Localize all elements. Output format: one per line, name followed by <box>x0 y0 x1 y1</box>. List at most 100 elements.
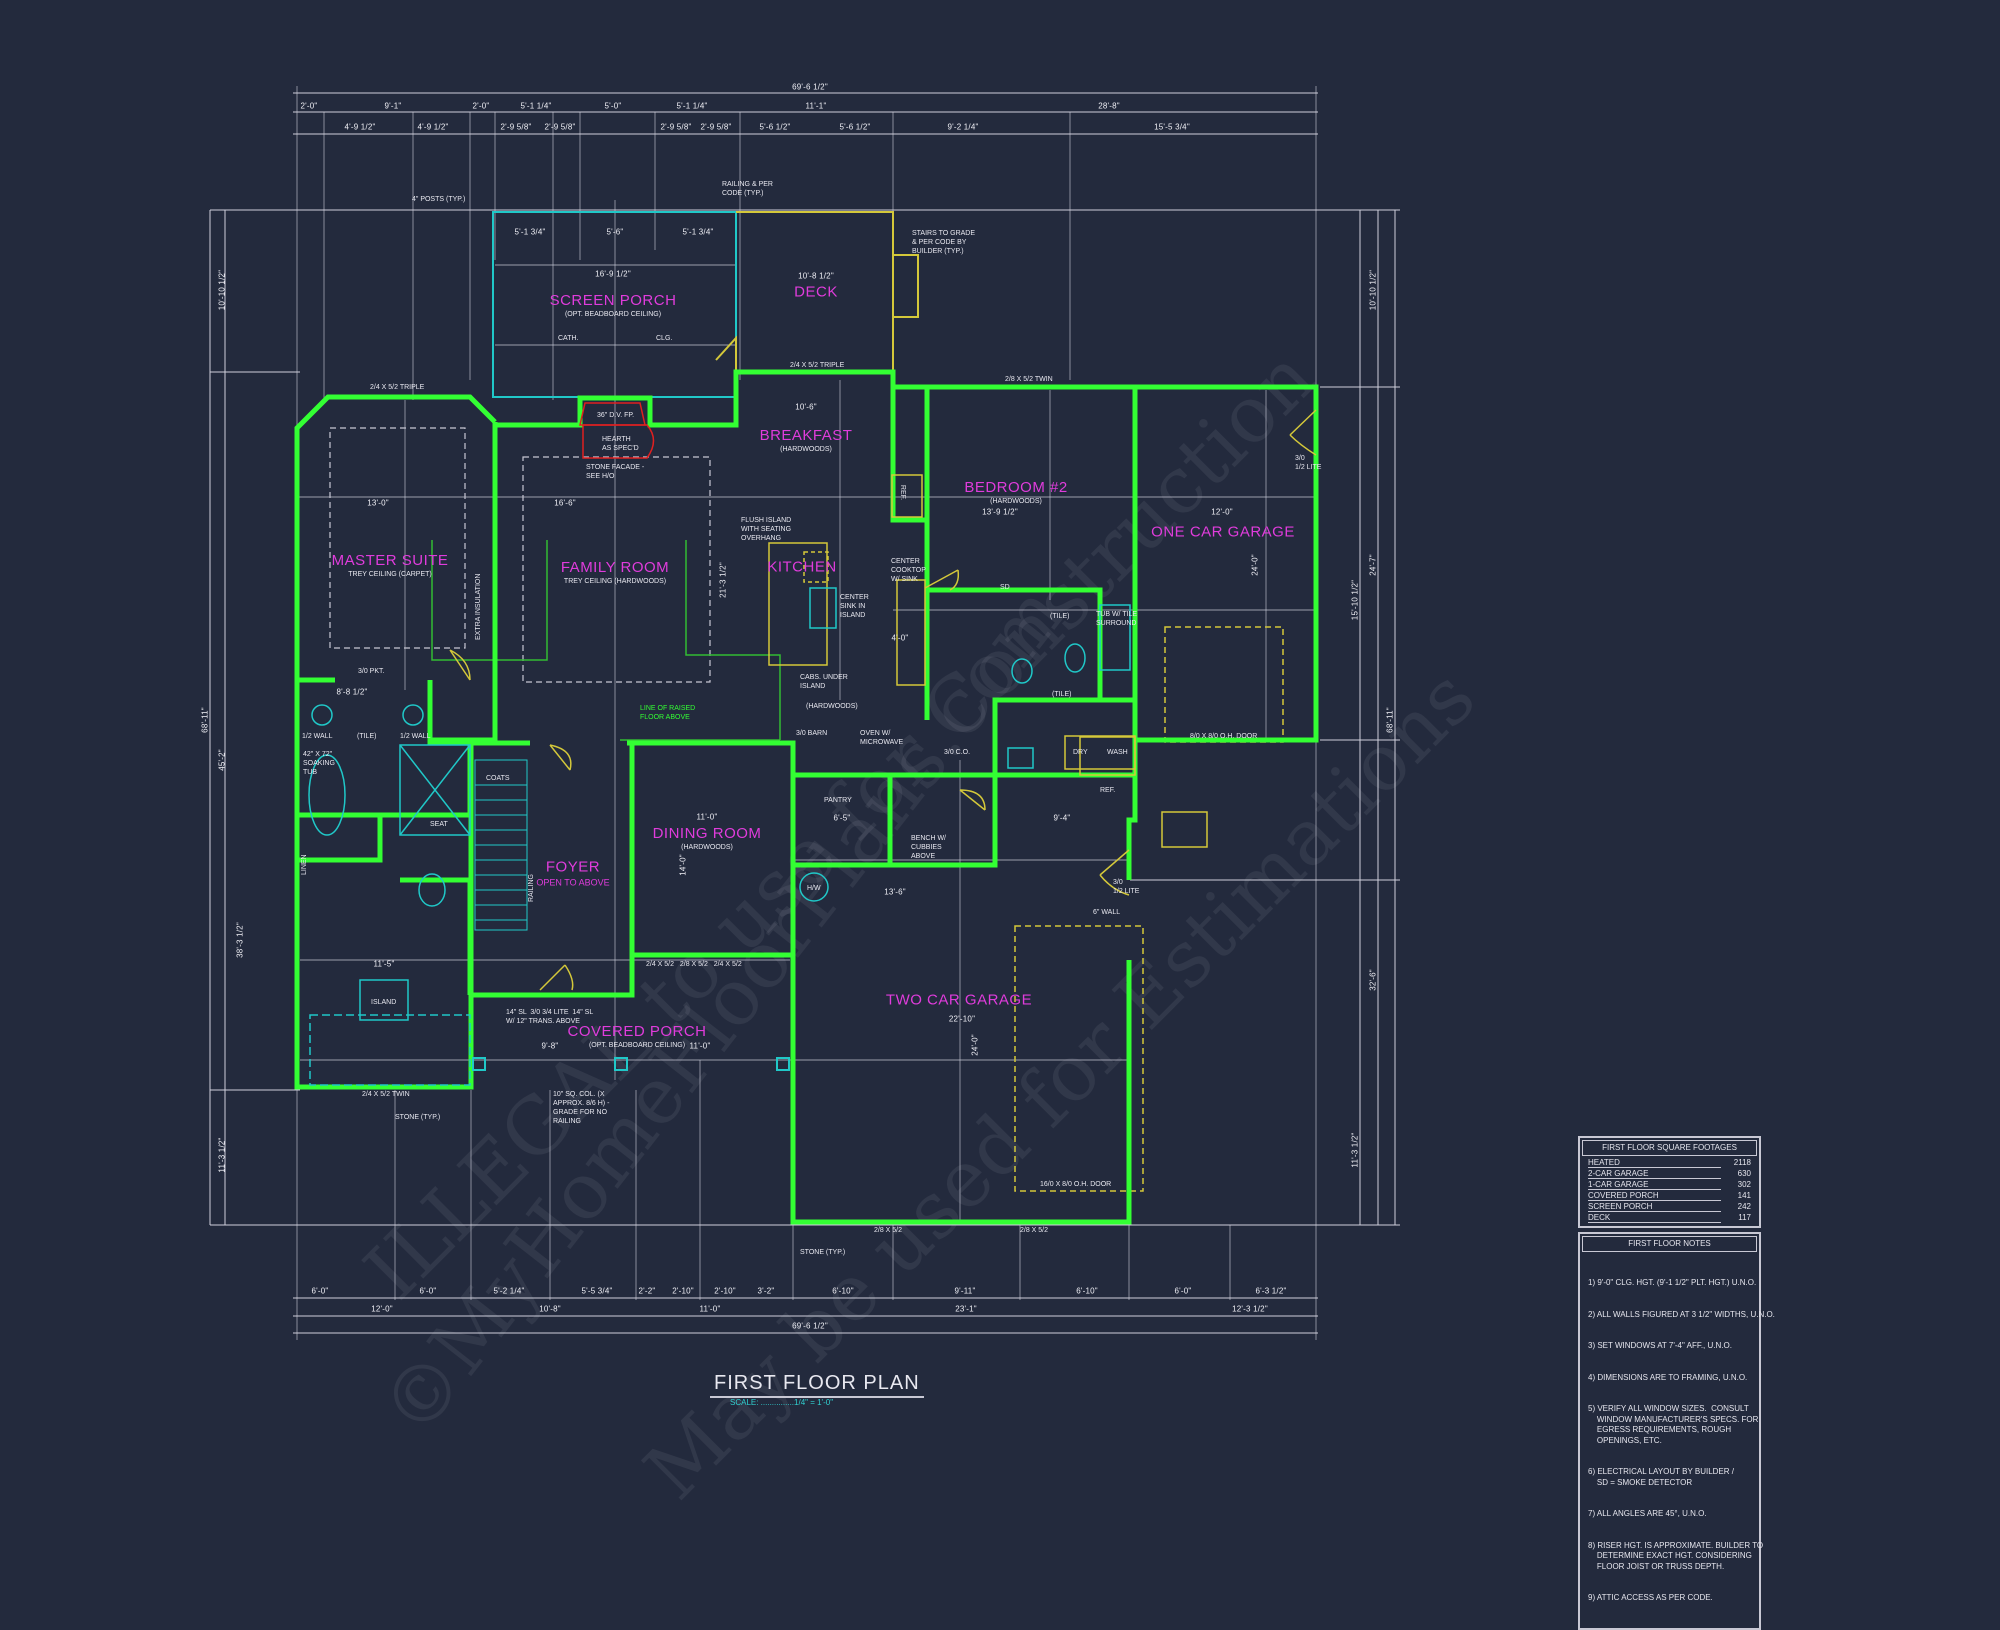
room-sub: (HARDWOODS) <box>990 498 1042 505</box>
dim-interior: 16'-6" <box>554 498 576 508</box>
dim-bottom: 11'-0" <box>699 1304 721 1314</box>
dim-overall-top: 69'-6 1/2" <box>792 82 828 92</box>
dim-top: 11'-1" <box>805 101 827 111</box>
dim-interior: 5'-6" <box>606 227 624 237</box>
room-name: TWO CAR GARAGE <box>885 991 1033 1009</box>
floor-note: 8) RISER HGT. IS APPROXIMATE. BUILDER TO… <box>1588 1540 1764 1571</box>
dim-interior: 24'-0" <box>1250 554 1260 576</box>
room-bedroom-2: BEDROOM #2(HARDWOODS) <box>964 479 1067 505</box>
note-window-master: 2/4 X 5/2 TRIPLE <box>370 384 425 391</box>
dim-right: 68'-11" <box>1385 707 1395 733</box>
note-stair-railing: RAILING <box>528 873 535 902</box>
dim-top: 2'-0" <box>472 101 490 111</box>
sqft-label: SCREEN PORCH <box>1588 1202 1655 1211</box>
dim-bottom: 2'-10" <box>714 1286 736 1296</box>
dim-left: 10'-10 1/2" <box>217 269 227 311</box>
dim-right: 15'-10 1/2" <box>1350 579 1360 621</box>
dim-top: 9'-2 1/4" <box>947 122 979 132</box>
sqft-value: 302 <box>1737 1180 1751 1189</box>
doors <box>449 409 1317 991</box>
note-window-breakfast: 2/4 X 5/2 TRIPLE <box>790 362 845 369</box>
dim-top: 2'-9 5/8" <box>660 122 692 132</box>
dim-left: 45'-2" <box>217 749 227 771</box>
dim-top: 15'-5 3/4" <box>1154 122 1190 132</box>
note-hearth: HEARTH AS SPEC'D <box>602 436 639 452</box>
room-name: FOYER <box>545 858 601 876</box>
dim-bottom: 6'-10" <box>832 1286 854 1296</box>
dim-interior: 24'-0" <box>970 1034 980 1056</box>
dim-top: 2'-9 5/8" <box>700 122 732 132</box>
sqft-row: COVERED PORCH 141 <box>1580 1191 1759 1202</box>
dim-bottom: 6'-0" <box>311 1286 329 1296</box>
dim-interior: 13'-9 1/2" <box>982 507 1018 517</box>
note-stone-garage: STONE (TYP.) <box>800 1249 846 1256</box>
note-master-bath-tile: (TILE) <box>357 733 377 740</box>
dim-interior: 8'-8 1/2" <box>336 687 368 697</box>
floor-note: 7) ALL ANGLES ARE 45°, U.N.O. <box>1588 1509 1707 1518</box>
dim-bottom: 6'-0" <box>1174 1286 1192 1296</box>
dim-interior: 13'-6" <box>884 887 906 897</box>
sqft-value: 141 <box>1737 1191 1751 1200</box>
note-bath-tile: (TILE) <box>1050 613 1070 620</box>
sqft-label: COVERED PORCH <box>1588 1191 1661 1200</box>
room-breakfast: BREAKFAST(HARDWOODS) <box>760 427 853 453</box>
dim-interior: 9'-8" <box>541 1041 559 1051</box>
dim-interior: 5'-1 3/4" <box>682 227 714 237</box>
note-16-oh-door: 16/0 X 8/0 O.H. DOOR <box>1040 1181 1112 1188</box>
dim-bottom: 6'-10" <box>1076 1286 1098 1296</box>
dimension-lines <box>209 86 1400 1340</box>
dim-top: 2'-9 5/8" <box>500 122 532 132</box>
note-kitchen-floor: (HARDWOODS) <box>806 703 858 710</box>
sqft-label: DECK <box>1588 1213 1613 1222</box>
room-screen-porch: SCREEN PORCH(OPT. BEADBOARD CEILING) <box>550 292 677 318</box>
sqft-value: 242 <box>1737 1202 1751 1211</box>
dim-bottom: 5'-2 1/4" <box>493 1286 525 1296</box>
sqft-row: SCREEN PORCH 242 <box>1580 1202 1759 1213</box>
square-footages-title: FIRST FLOOR SQUARE FOOTAGES <box>1582 1140 1757 1156</box>
dim-interior: 10'-6" <box>795 402 817 412</box>
sqft-value: 2118 <box>1733 1158 1751 1167</box>
note-pocket-door: 3/0 PKT. <box>358 668 385 675</box>
dim-bottom: 2'-2" <box>638 1286 656 1296</box>
room-name: DINING ROOM <box>652 825 762 842</box>
note-flush-island: FLUSH ISLAND WITH SEATING OVERHANG <box>741 517 792 542</box>
dim-top: 5'-6 1/2" <box>839 122 871 132</box>
note-ref: REF. <box>1100 787 1116 794</box>
floor-plan-drawing <box>209 86 1400 1340</box>
room-sub: (HARDWOODS) <box>681 844 733 851</box>
dim-interior: 10'-8 1/2" <box>798 271 834 281</box>
dim-interior: 5'-1 3/4" <box>514 227 546 237</box>
floor-note: 9) ATTIC ACCESS AS PER CODE. <box>1588 1593 1713 1602</box>
dim-top: 2'-9 5/8" <box>544 122 576 132</box>
dim-top: 9'-1" <box>384 101 402 111</box>
dim-bottom: 2'-10" <box>672 1286 694 1296</box>
note-coats: COATS <box>486 775 510 782</box>
note-closet-island: ISLAND <box>371 999 397 1006</box>
dim-interior: 12'-0" <box>1211 507 1233 517</box>
note-stairs-to-grade: STAIRS TO GRADE & PER CODE BY BUILDER (T… <box>912 230 976 255</box>
note-center-sink: CENTER SINK IN ISLAND <box>840 594 869 619</box>
dim-interior: 11'-0" <box>696 812 718 822</box>
note-hall-bath-tile: (TILE) <box>1052 691 1072 698</box>
note-half-wall-2: 1/2 WALL <box>400 733 431 740</box>
dim-top: 2'-0" <box>300 101 318 111</box>
plan-title: FIRST FLOOR PLAN <box>710 1372 924 1398</box>
note-water-heater: H/W <box>807 885 821 892</box>
dim-top: 4'-9 1/2" <box>344 122 376 132</box>
dim-bottom: 9'-11" <box>954 1286 976 1296</box>
room-dining-room: DINING ROOM (HARDWOODS) <box>653 825 762 851</box>
room-name: KITCHEN <box>767 558 837 576</box>
dim-interior: 14'-0" <box>678 854 688 876</box>
dim-bottom: 5'-5 3/4" <box>581 1286 613 1296</box>
note-window-closet: 2/4 X 5/2 TWIN <box>362 1091 410 1098</box>
plan-scale: SCALE: ...............1/4" = 1'-0" <box>730 1398 834 1407</box>
dim-top: 5'-6 1/2" <box>759 122 791 132</box>
sqft-value: 117 <box>1738 1213 1751 1222</box>
note-clg: CLG. <box>656 335 673 342</box>
room-two-car-garage: TWO CAR GARAGE <box>886 992 1032 1009</box>
garage-door-outlines <box>1014 626 1284 1192</box>
